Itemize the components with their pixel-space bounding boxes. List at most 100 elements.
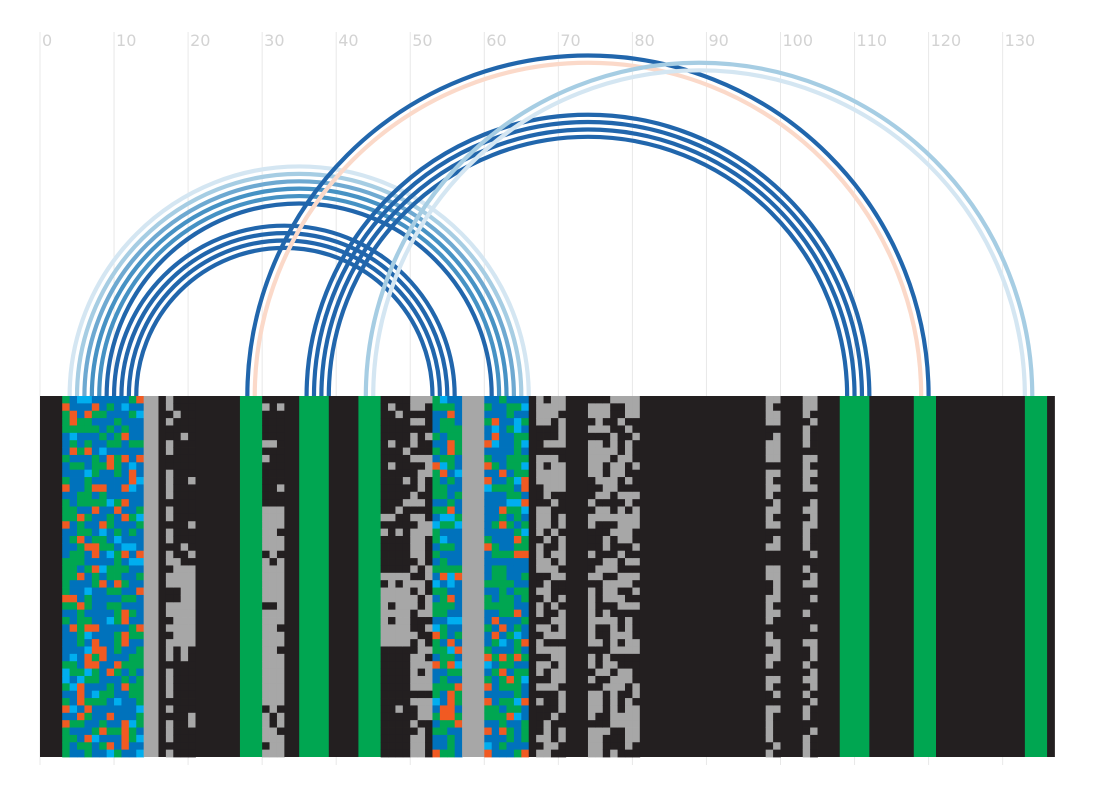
heatmap-cell [810, 594, 818, 603]
heatmap-cell [617, 513, 626, 522]
heatmap-cell [432, 609, 441, 618]
heatmap-cell [543, 410, 552, 419]
heatmap-cell [402, 499, 411, 507]
heatmap-cell [99, 698, 108, 706]
heatmap-cell [425, 594, 433, 603]
heatmap-cell [425, 418, 433, 426]
heatmap-cell [410, 683, 419, 692]
heatmap-cell [276, 631, 285, 640]
heatmap-cell [632, 550, 641, 559]
heatmap-cell [802, 565, 811, 574]
heatmap-cell [543, 535, 552, 544]
heatmap-cell [84, 528, 93, 537]
heatmap-cell [388, 469, 396, 478]
heatmap-cell [624, 418, 633, 426]
heatmap-cell [432, 727, 441, 736]
heatmap-cell [765, 454, 774, 463]
heatmap-cell [380, 749, 389, 758]
heatmap-cell [765, 698, 774, 706]
heatmap-cell [180, 499, 189, 507]
heatmap-cell [84, 624, 93, 633]
heatmap-cell [536, 477, 544, 485]
heatmap-cell [380, 550, 389, 559]
heatmap-cell [69, 639, 78, 647]
heatmap-cell [128, 594, 137, 603]
heatmap-cell [402, 425, 411, 434]
heatmap-cell [447, 410, 456, 419]
heatmap-cell [84, 742, 93, 751]
heatmap-cell [521, 477, 530, 485]
heatmap-cell [499, 742, 507, 751]
heatmap-cell [62, 698, 71, 706]
heatmap-cell [395, 396, 404, 404]
heatmap-cell [624, 727, 633, 736]
heatmap-cell [624, 609, 633, 618]
heatmap-cell [410, 720, 419, 728]
heatmap-cell [77, 698, 85, 706]
heatmap-cell [587, 720, 596, 728]
heatmap-cell [99, 720, 108, 728]
heatmap-cell [587, 543, 596, 552]
heatmap-cell [417, 742, 426, 751]
heatmap-cell [802, 727, 811, 736]
heatmap-cell [62, 506, 71, 515]
heatmap-cell [114, 690, 122, 699]
heatmap-cell [550, 491, 559, 500]
heatmap-cell [77, 528, 85, 537]
heatmap-cell [173, 491, 182, 500]
heatmap-cell [269, 440, 278, 448]
heatmap-cell [173, 749, 182, 758]
heatmap-cell [447, 617, 456, 625]
heatmap-cell [410, 631, 419, 640]
heatmap-cell [610, 661, 618, 669]
heatmap-cell [499, 631, 507, 640]
heatmap-cell [69, 572, 78, 581]
heatmap-cell [447, 558, 456, 566]
heatmap-cell [454, 727, 463, 736]
heatmap-cell [610, 499, 618, 507]
heatmap-cell [432, 506, 441, 515]
heatmap-cell [402, 543, 411, 552]
heatmap-cell [62, 565, 71, 574]
heatmap-cell [602, 558, 611, 566]
heatmap-cell [276, 646, 285, 655]
heatmap-cell [773, 454, 781, 463]
heatmap-cell [484, 447, 493, 456]
heatmap-cell [810, 565, 818, 574]
heatmap-cell [402, 565, 411, 574]
heatmap-cell [491, 624, 500, 633]
heatmap-cell [587, 484, 596, 493]
heatmap-cell [447, 698, 456, 706]
heatmap-cell [558, 705, 567, 714]
heatmap-cell [91, 727, 100, 736]
heatmap-cell [558, 543, 567, 552]
heatmap-cell [558, 477, 567, 485]
heatmap-cell [506, 594, 515, 603]
heatmap-cell [587, 462, 596, 471]
heatmap-cell [506, 469, 515, 478]
heatmap-cell [810, 749, 818, 758]
heatmap-cell [180, 543, 189, 552]
heatmap-cell [506, 668, 515, 677]
heatmap-cell [402, 528, 411, 537]
heatmap-cell [165, 661, 174, 669]
heatmap-cell [624, 454, 633, 463]
heatmap-cell [439, 580, 448, 588]
heatmap-cell [165, 543, 174, 552]
heatmap-cell [454, 477, 463, 485]
heatmap-cell [587, 432, 596, 441]
heatmap-cell [417, 543, 426, 552]
heatmap-cell [624, 491, 633, 500]
heatmap-cell [121, 396, 130, 404]
heatmap-cell [380, 602, 389, 611]
heatmap-cell [521, 734, 530, 743]
heatmap-cell [114, 499, 122, 507]
heatmap-cell [99, 425, 108, 434]
heatmap-cell [69, 720, 78, 728]
heatmap-cell [77, 661, 85, 669]
heatmap-cell [62, 558, 71, 566]
heatmap-cell [602, 447, 611, 456]
heatmap-cell [810, 742, 818, 751]
heatmap-cell [395, 447, 404, 456]
heatmap-cell [180, 491, 189, 500]
